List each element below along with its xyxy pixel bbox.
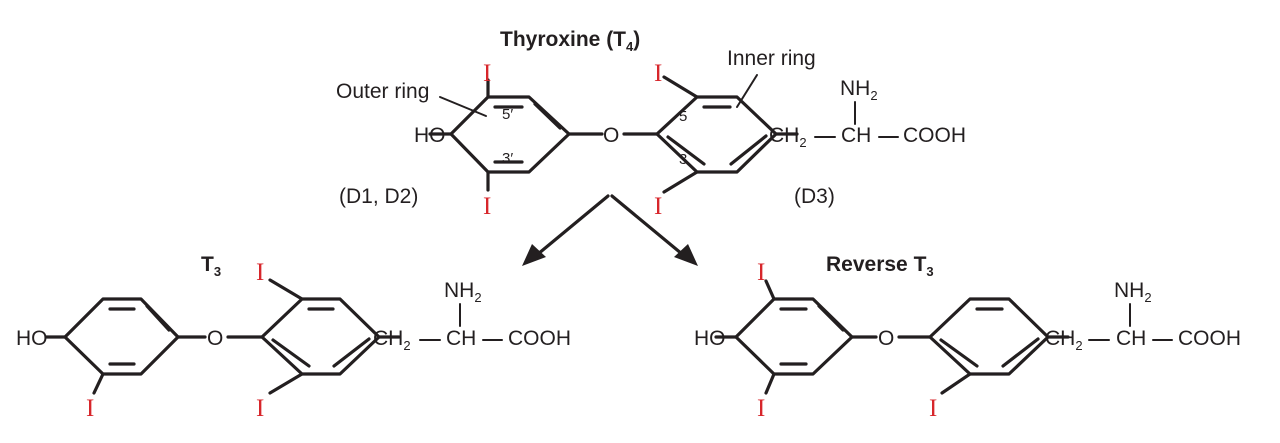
t4-position-3: 3 bbox=[679, 151, 687, 168]
t3-ho-label: HO bbox=[16, 327, 48, 350]
rt3-ch2: CH2 bbox=[1045, 327, 1083, 353]
rt3-iodine-3: I bbox=[929, 395, 937, 422]
t4-iodine-5prime: I bbox=[483, 60, 491, 87]
outer-ring-leader bbox=[439, 96, 487, 117]
t3-title: T3 bbox=[201, 253, 221, 279]
rt3-outer-ring bbox=[734, 297, 854, 376]
rt3-iodine-3prime: I bbox=[757, 395, 765, 422]
t4-position-5prime: 5′ bbox=[502, 106, 513, 123]
reaction-arrows bbox=[522, 194, 698, 266]
rt3-ho-label: HO bbox=[694, 327, 726, 350]
t3-iodine-5: I bbox=[256, 259, 264, 286]
t3-ch: CH bbox=[446, 327, 476, 350]
t3-ether-o: O bbox=[207, 327, 223, 350]
t3-iodine-3prime: I bbox=[86, 395, 94, 422]
t4-title: Thyroxine (T4) bbox=[500, 28, 640, 54]
t4-position-5: 5 bbox=[679, 108, 687, 125]
rt3-nh2: NH2 bbox=[1114, 279, 1152, 305]
t4-ho-label: HO bbox=[414, 124, 446, 147]
t3-outer-ring bbox=[63, 297, 180, 376]
inner-ring-leader bbox=[736, 74, 758, 108]
rt3-ch: CH bbox=[1116, 327, 1146, 350]
d1-d2-label: (D1, D2) bbox=[339, 185, 418, 208]
rt3-ether-o: O bbox=[878, 327, 894, 350]
t3-nh2: NH2 bbox=[444, 279, 482, 305]
inner-ring-label: Inner ring bbox=[727, 47, 816, 70]
d3-label: (D3) bbox=[794, 185, 835, 208]
t4-cooh: COOH bbox=[903, 124, 966, 147]
outer-ring-label: Outer ring bbox=[336, 80, 429, 103]
t4-iodine-5: I bbox=[654, 60, 662, 87]
rt3-inner-ring bbox=[928, 297, 1050, 376]
t4-position-3prime: 3′ bbox=[502, 150, 513, 167]
t3-inner-ring bbox=[260, 297, 381, 376]
rt3-title: Reverse T3 bbox=[826, 253, 934, 279]
t4-nh2: NH2 bbox=[840, 77, 878, 103]
t3-iodine-3: I bbox=[256, 395, 264, 422]
t3-ch2: CH2 bbox=[373, 327, 411, 353]
t3-cooh: COOH bbox=[508, 327, 571, 350]
rt3-iodine-5prime: I bbox=[757, 259, 765, 286]
t4-iodine-3prime: I bbox=[483, 193, 491, 220]
t4-ch2: CH2 bbox=[769, 124, 807, 150]
rt3-cooh: COOH bbox=[1178, 327, 1241, 350]
t4-iodine-3: I bbox=[654, 193, 662, 220]
t4-ch: CH bbox=[841, 124, 871, 147]
t4-inner-ring bbox=[655, 95, 778, 174]
t4-ether-o: O bbox=[603, 124, 619, 147]
